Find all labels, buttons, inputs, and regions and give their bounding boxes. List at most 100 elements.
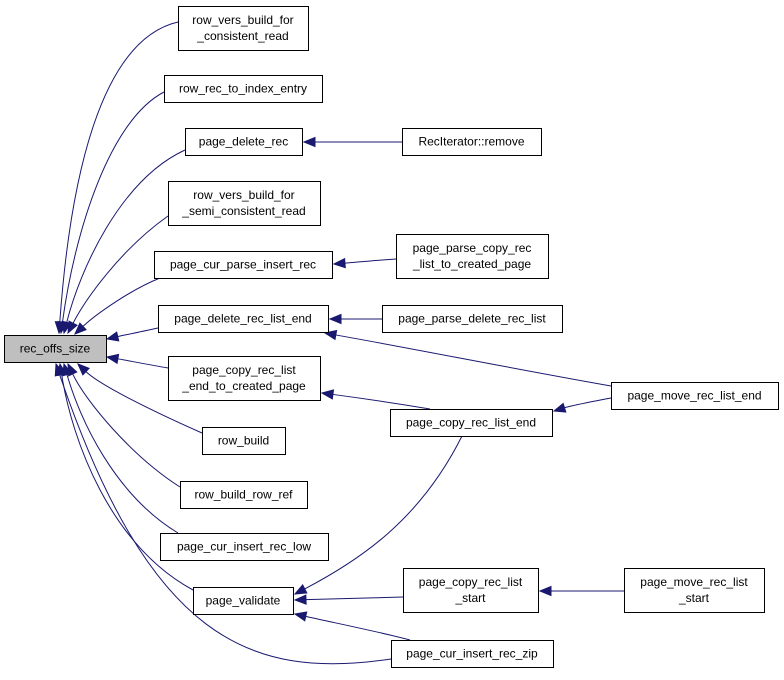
node-box[interactable] xyxy=(403,568,539,613)
node-box[interactable] xyxy=(185,128,303,156)
node-page_move_rec_list_end[interactable]: page_move_rec_list_end xyxy=(611,382,779,410)
node-label: row_build_row_ref xyxy=(194,488,293,502)
edge-row_vers_build_for_consistent_read-to-rec_offs_size xyxy=(54,21,179,335)
node-page_copy_rec_list_end[interactable]: page_copy_rec_list_end xyxy=(390,409,553,437)
node-label: page_validate xyxy=(206,594,281,608)
edge-line xyxy=(59,374,392,665)
node-RecIterator_remove[interactable]: RecIterator::remove xyxy=(402,128,542,156)
node-rec_offs_size[interactable]: rec_offs_size xyxy=(4,335,107,363)
node-box[interactable] xyxy=(160,533,329,561)
edge-arrowhead xyxy=(105,353,120,365)
edge-line xyxy=(59,21,179,323)
edge-line xyxy=(564,397,612,409)
edge-line xyxy=(61,374,194,591)
edge-line xyxy=(61,91,165,323)
node-label: page_copy_rec_list xyxy=(419,575,523,589)
edge-line xyxy=(305,615,411,641)
node-page_delete_rec[interactable]: page_delete_rec xyxy=(185,128,303,156)
edge-line xyxy=(332,393,431,410)
edge-line xyxy=(305,596,404,601)
edge-arrowhead xyxy=(332,257,346,269)
node-label: row_rec_to_index_entry xyxy=(179,82,307,96)
edge-arrowhead xyxy=(67,320,78,335)
node-label: page_cur_parse_insert_rec xyxy=(170,258,316,272)
node-label: _start xyxy=(678,591,710,605)
node-box[interactable] xyxy=(4,335,107,363)
node-label: _end_to_created_page xyxy=(181,379,306,393)
node-page_copy_rec_list_end_to_created_page[interactable]: page_copy_rec_list _end_to_created_page xyxy=(168,356,321,401)
node-page_validate[interactable]: page_validate xyxy=(193,587,294,615)
edge-arrowhead xyxy=(293,611,308,622)
node-box[interactable] xyxy=(193,587,294,615)
node-row_rec_to_index_entry[interactable]: row_rec_to_index_entry xyxy=(164,75,323,103)
node-label: page_delete_rec_list_end xyxy=(174,312,311,326)
edge-arrowhead xyxy=(328,313,342,325)
node-label: _list_to_created_page xyxy=(412,257,531,271)
node-page_copy_rec_list_start[interactable]: page_copy_rec_list_start xyxy=(403,568,539,613)
node-label: page_copy_rec_list_end xyxy=(406,416,536,430)
node-box[interactable] xyxy=(402,128,542,156)
node-box[interactable] xyxy=(154,251,333,279)
edge-page_move_rec_list_end-to-page_copy_rec_list_end xyxy=(552,397,612,413)
node-box[interactable] xyxy=(168,356,321,401)
node-label: row_vers_build_for xyxy=(192,13,293,27)
node-page_cur_parse_insert_rec[interactable]: page_cur_parse_insert_rec xyxy=(154,251,333,279)
node-label: page_move_rec_list_end xyxy=(627,389,761,403)
edge-arrowhead xyxy=(320,389,335,400)
edge-line xyxy=(304,435,463,590)
node-page_parse_delete_rec_list[interactable]: page_parse_delete_rec_list xyxy=(382,305,563,333)
edge-line xyxy=(117,327,159,338)
edge-arrowhead xyxy=(293,584,308,595)
edge-arrowhead xyxy=(552,402,567,413)
edge-arrowhead xyxy=(538,585,552,597)
node-box[interactable] xyxy=(390,409,553,437)
edge-line xyxy=(82,277,161,327)
node-box[interactable] xyxy=(178,6,309,51)
node-row_build_row_ref[interactable]: row_build_row_ref xyxy=(180,481,308,509)
node-label: _consistent_read xyxy=(196,29,288,43)
node-label: _semi_consistent_read xyxy=(181,204,305,218)
node-page_cur_insert_rec_low[interactable]: page_cur_insert_rec_low xyxy=(160,533,329,561)
edge-page_copy_rec_list_end-to-page_validate xyxy=(293,435,463,595)
node-page_move_rec_list_start[interactable]: page_move_rec_list _start xyxy=(624,568,765,613)
node-box[interactable] xyxy=(168,181,321,226)
edge-page_cur_parse_insert_rec-to-rec_offs_size xyxy=(74,277,161,335)
edge-page_parse_delete_rec_list-to-page_delete_rec_list_end xyxy=(328,313,383,325)
node-box[interactable] xyxy=(396,234,549,279)
node-row_build[interactable]: row_build xyxy=(202,427,286,455)
edge-page_move_rec_list_end-to-page_delete_rec_list_end xyxy=(323,329,612,387)
node-label: page_parse_copy_rec xyxy=(413,241,532,255)
node-label: page_copy_rec_list xyxy=(192,363,296,377)
edge-page_copy_rec_list_end-to-page_copy_rec_list_end_to_created_page xyxy=(320,389,431,410)
node-box[interactable] xyxy=(158,305,329,333)
node-label: rec_offs_size xyxy=(20,342,91,356)
node-label: page_move_rec_list xyxy=(640,575,748,589)
node-row_vers_build_for_semi_consistent_read[interactable]: row_vers_build_for_semi_consistent_read xyxy=(168,181,321,226)
node-box[interactable] xyxy=(202,427,286,455)
edges-layer xyxy=(54,21,624,665)
edge-arrowhead xyxy=(293,594,307,605)
edge-line xyxy=(344,258,397,264)
node-box[interactable] xyxy=(382,305,563,333)
edge-page_parse_copy_rec_list_to_created_page-to-page_cur_parse_insert_rec xyxy=(332,257,397,269)
edge-row_vers_build_for_semi_consistent_read-to-rec_offs_size xyxy=(67,215,169,335)
node-label: page_delete_rec xyxy=(199,135,288,149)
node-box[interactable] xyxy=(180,481,308,509)
node-page_cur_insert_rec_zip[interactable]: page_cur_insert_rec_zip xyxy=(391,640,554,668)
node-label: RecIterator::remove xyxy=(418,135,524,149)
edge-page_copy_rec_list_end_to_created_page-to-rec_offs_size xyxy=(105,353,169,369)
node-box[interactable] xyxy=(391,640,554,668)
edge-line xyxy=(72,373,181,488)
edge-line xyxy=(72,215,169,324)
node-box[interactable] xyxy=(624,568,765,613)
edge-line xyxy=(117,358,169,369)
edge-page_cur_insert_rec_zip-to-page_validate xyxy=(293,611,411,641)
node-row_vers_build_for_consistent_read[interactable]: row_vers_build_for _consistent_read xyxy=(178,6,309,51)
node-label: page_parse_delete_rec_list xyxy=(398,312,546,326)
node-box[interactable] xyxy=(611,382,779,410)
node-page_parse_copy_rec_list_to_created_page[interactable]: page_parse_copy_rec _list_to_created_page xyxy=(396,234,549,279)
edge-arrowhead xyxy=(74,322,87,335)
node-page_delete_rec_list_end[interactable]: page_delete_rec_list_end xyxy=(158,305,329,333)
node-box[interactable] xyxy=(164,75,323,103)
